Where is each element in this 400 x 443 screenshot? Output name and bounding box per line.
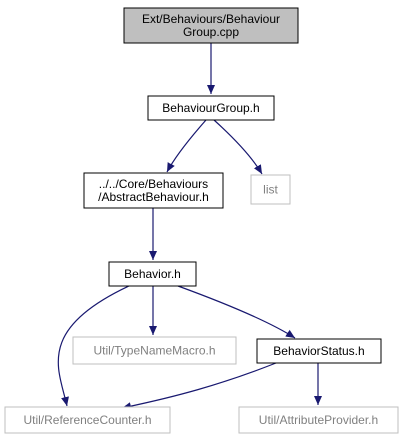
edges-layer	[57, 43, 322, 411]
edge-bs-rc	[121, 362, 277, 411]
node-bg[interactable]: BehaviourGroup.h	[147, 95, 275, 121]
node-box-bs	[256, 338, 382, 364]
node-label-root: Group.cpp	[183, 25, 239, 39]
node-beh[interactable]: Behavior.h	[108, 261, 197, 287]
node-rc: Util/ReferenceCounter.h	[4, 406, 171, 434]
nodes-layer: Ext/Behaviours/BehaviourGroup.cppBehavio…	[4, 7, 399, 434]
node-box-ap	[238, 406, 399, 434]
node-label-rc: Util/ReferenceCounter.h	[23, 413, 151, 427]
node-label-beh: Behavior.h	[124, 267, 181, 281]
node-ab[interactable]: ../../Core/Behaviours/AbstractBehaviour.…	[83, 172, 224, 209]
node-label-ap: Util/AttributeProvider.h	[259, 413, 378, 427]
edge-beh-rc	[57, 285, 130, 407]
node-label-list: list	[263, 183, 278, 197]
node-box-list	[250, 174, 291, 205]
node-box-tnm	[72, 336, 237, 365]
node-box-ab	[83, 172, 224, 209]
node-tnm: Util/TypeNameMacro.h	[72, 336, 237, 365]
node-bs[interactable]: BehaviorStatus.h	[256, 338, 382, 364]
node-label-ab: ../../Core/Behaviours	[99, 177, 208, 191]
node-label-tnm: Util/TypeNameMacro.h	[93, 344, 215, 358]
node-box-beh	[108, 261, 197, 287]
node-root[interactable]: Ext/Behaviours/BehaviourGroup.cpp	[123, 7, 299, 44]
node-label-root: Ext/Behaviours/Behaviour	[142, 12, 280, 26]
node-ap: Util/AttributeProvider.h	[238, 406, 399, 434]
node-list: list	[250, 174, 291, 205]
edge-beh-bs	[177, 285, 296, 339]
node-box-bg	[147, 95, 275, 121]
edge-bg-ab	[166, 119, 207, 173]
node-box-root	[123, 7, 299, 44]
node-label-ab: /AbstractBehaviour.h	[98, 190, 209, 204]
node-label-bs: BehaviorStatus.h	[273, 344, 364, 358]
edge-bg-list	[213, 119, 263, 175]
node-label-bg: BehaviourGroup.h	[162, 101, 259, 115]
node-box-rc	[4, 406, 171, 434]
